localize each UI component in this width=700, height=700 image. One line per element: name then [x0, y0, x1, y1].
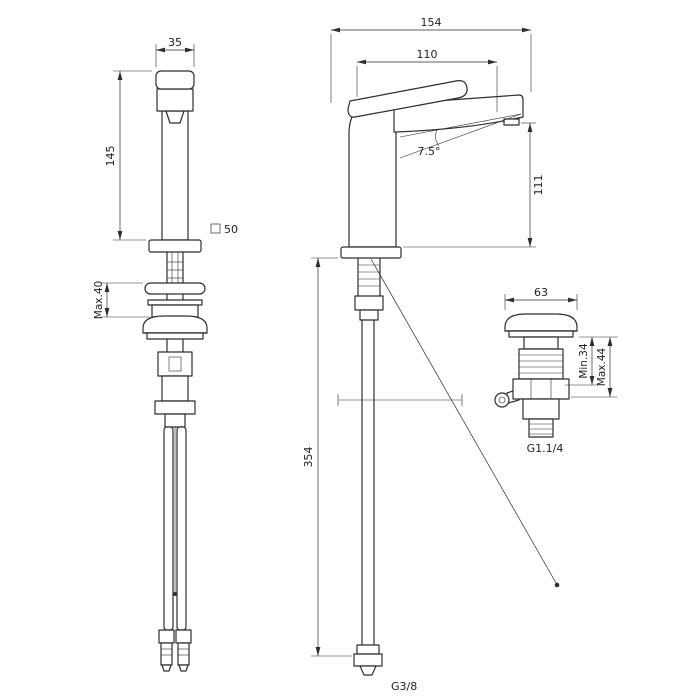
waste-nut-front: [154, 400, 196, 415]
waste-dimensions: 63 Min.34 Max.44 G1.1/4: [504, 286, 618, 455]
deck-reference-line: [337, 394, 463, 406]
dim-body-height: 145: [104, 70, 152, 241]
square-base-label: 50: [210, 223, 238, 236]
dim-label-body-height: 145: [104, 146, 117, 167]
waste-flange-skirt: [508, 330, 574, 338]
dim-label-spout-angle: 7.5°: [418, 145, 441, 158]
aerator-side: [503, 118, 520, 126]
waste-neck: [523, 336, 559, 350]
hose-connector-side: [353, 644, 383, 676]
dim-min-thickness: Min.34: [565, 337, 598, 386]
handle-lever-side: [347, 80, 468, 118]
dim-supply-length: 354: [302, 257, 352, 657]
dim-label-spout-reach: 110: [417, 48, 438, 61]
valve-body-side: [354, 295, 384, 311]
inlet-thread-label: G3/8: [391, 680, 417, 693]
dim-total-projection: 154: [330, 16, 532, 103]
supply-hose-side: [361, 319, 375, 646]
dim-label-deck-thickness: Max.40: [93, 281, 105, 319]
front-dimensions: 35 145 50 Max.40: [93, 36, 238, 319]
hose-union-front: [144, 282, 206, 295]
hose-right: [176, 426, 187, 631]
waste-detail-view: [494, 313, 578, 438]
waste-lower-body: [522, 398, 560, 420]
dim-label-min-thickness: Min.34: [578, 343, 590, 379]
dim-deck-thickness: Max.40: [93, 281, 150, 319]
hose-connectors-front: [158, 629, 192, 672]
dim-label-max-thickness: Max.44: [596, 347, 608, 386]
waste-flange-front: [142, 315, 208, 334]
dim-label-total-projection: 154: [421, 16, 442, 29]
waste-flange-side: [504, 313, 578, 332]
shank-side: [357, 257, 381, 297]
washer-front: [147, 299, 203, 306]
side-view: [337, 80, 560, 676]
body-top-front: [156, 88, 194, 112]
mounting-nut-front: [151, 304, 199, 318]
valve-neck-side: [359, 309, 379, 321]
waste-front: [142, 315, 208, 428]
waste-overflow-front: [157, 351, 193, 377]
supply-hoses-front: [163, 426, 187, 631]
waste-threaded-body: [518, 348, 564, 380]
pop-up-rod-side: [370, 258, 557, 584]
base-side: [340, 246, 402, 259]
waste-locknut: [512, 378, 570, 400]
waste-body-front: [161, 375, 189, 402]
rod-end-front: [173, 592, 177, 596]
waste-tailpiece: [528, 418, 554, 438]
hose-left: [163, 426, 174, 631]
rod-end-side: [554, 582, 560, 588]
waste-thread-label: G1.1/4: [527, 442, 564, 455]
dim-flange-diameter: 63: [504, 286, 578, 310]
dim-label-flange-diameter: 63: [534, 286, 548, 299]
handle-front: [155, 70, 195, 90]
lever-ball-center: [498, 396, 506, 404]
overflow-slot: [168, 356, 182, 372]
body-side: [348, 104, 397, 248]
dim-label-supply-length: 354: [302, 447, 315, 468]
dim-max-thickness: Max.44: [571, 337, 617, 398]
dim-handle-width: 35: [155, 36, 195, 67]
dim-label-handle-width: 35: [168, 36, 182, 49]
angle-line: [399, 113, 522, 159]
lever-ball-nut: [494, 392, 510, 408]
angle-arc: [435, 129, 440, 147]
dim-spout-reach: 110: [356, 48, 498, 112]
body-column-front: [161, 110, 189, 241]
front-view: [142, 70, 208, 672]
waste-tail-front: [164, 413, 186, 428]
dim-label-square-size: 50: [224, 223, 238, 236]
angle-line: [399, 113, 522, 138]
side-dimensions: 154 110 7.5° 111 354 G3/8: [302, 16, 545, 693]
waste-flange-skirt-front: [146, 332, 204, 340]
square-symbol: [210, 223, 221, 234]
base-front: [148, 239, 202, 253]
dim-outlet-height: 111: [403, 122, 545, 248]
dim-spout-angle: 7.5°: [399, 113, 522, 159]
dim-label-outlet-height: 111: [532, 175, 545, 196]
